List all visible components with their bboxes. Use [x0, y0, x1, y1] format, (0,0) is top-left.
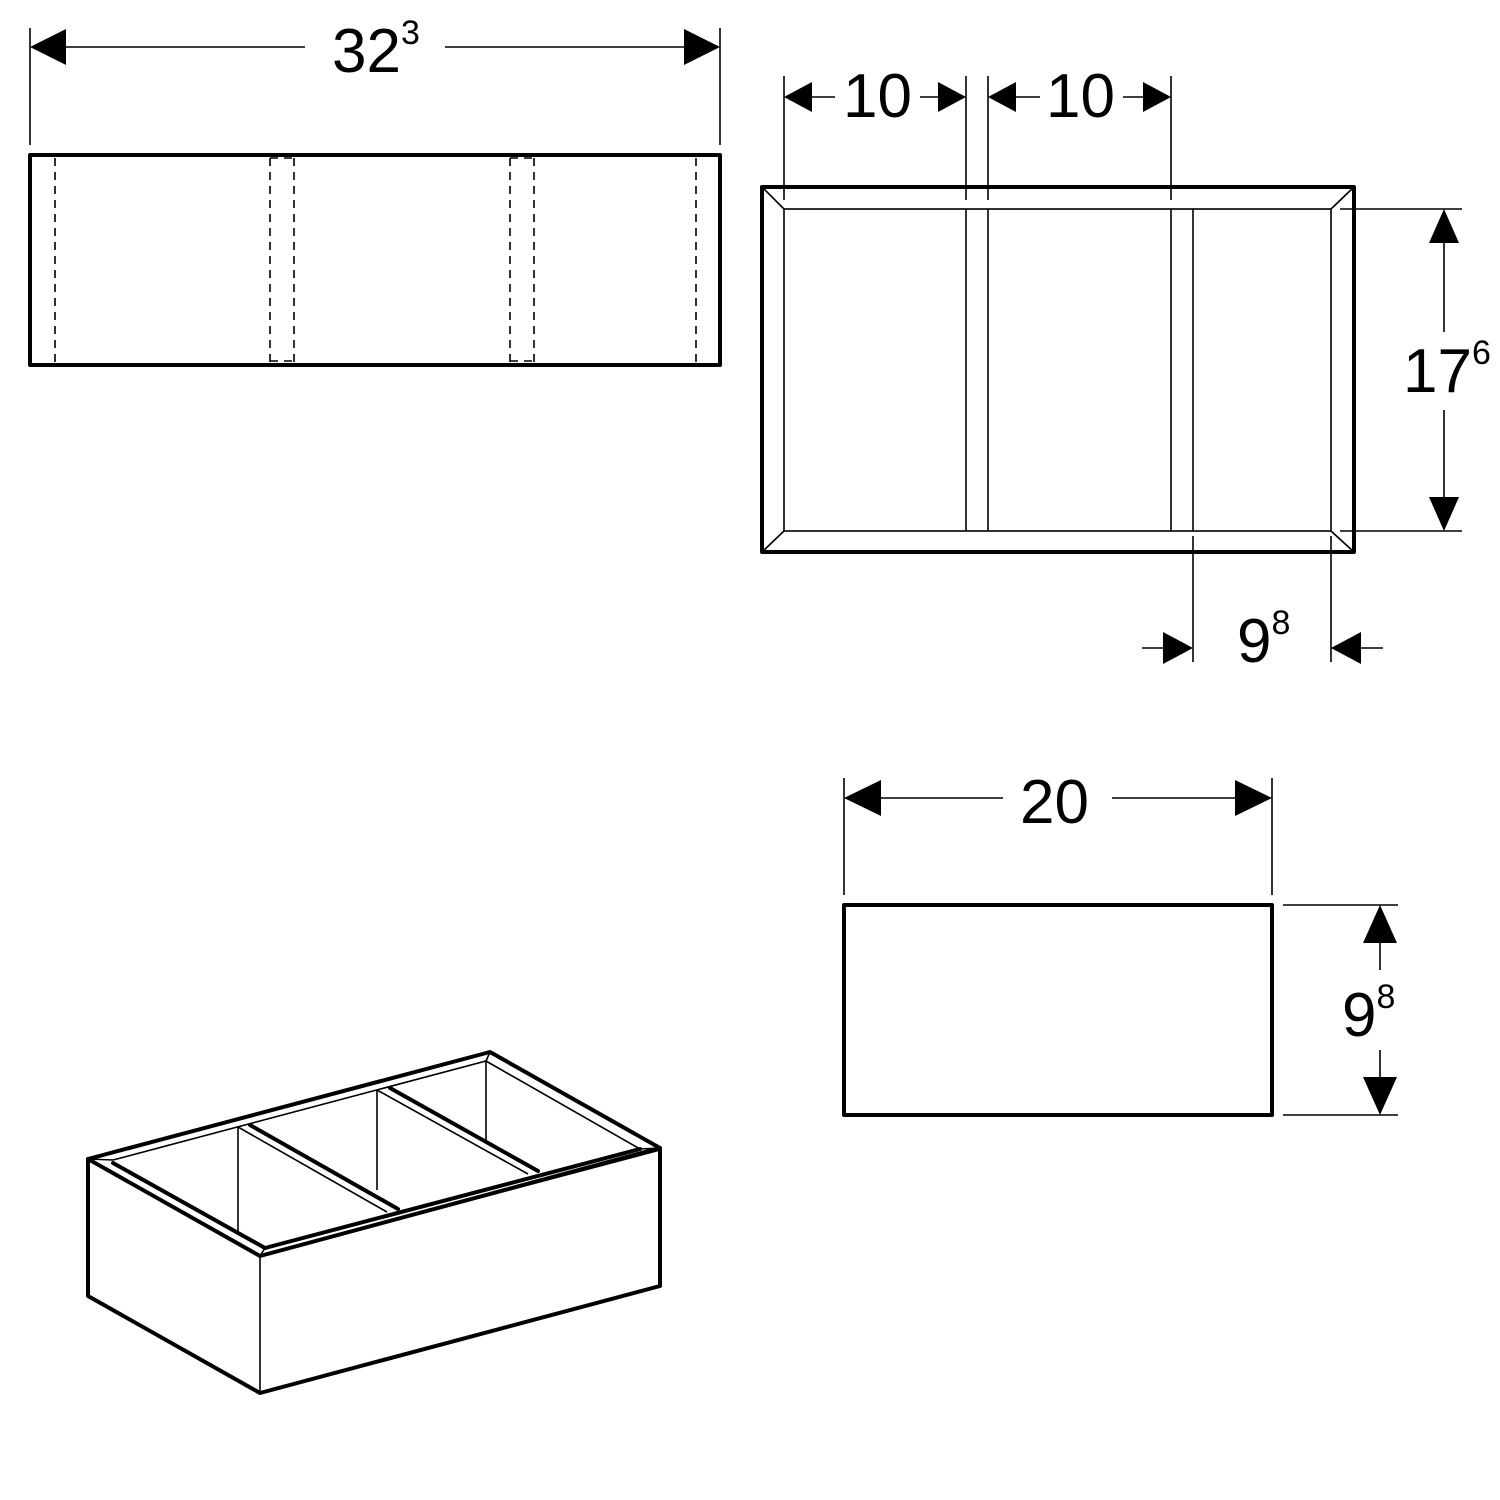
depth-dimension: 176 — [1403, 334, 1491, 406]
arrow-up-icon — [1363, 905, 1397, 943]
side-width-dimension: 20 — [1020, 768, 1089, 837]
isometric-view — [86, 1050, 662, 1395]
arrow-left-icon — [784, 82, 812, 112]
arrow-left-icon — [844, 780, 881, 816]
top-view: 10 10 176 98 — [760, 62, 1491, 676]
arrow-left-icon — [988, 82, 1016, 112]
arrow-left-icon — [30, 29, 66, 65]
arrow-right-icon — [1143, 82, 1171, 112]
arrow-up-icon — [1429, 209, 1459, 243]
compartment-3-dimension: 98 — [1237, 604, 1290, 676]
compartment-1-dimension: 10 — [843, 62, 912, 131]
side-view: 20 98 — [842, 768, 1398, 1117]
arrow-right-icon — [1163, 632, 1193, 664]
arrow-down-icon — [1363, 1077, 1397, 1115]
arrow-down-icon — [1429, 497, 1459, 531]
arrow-left-icon — [1331, 632, 1361, 664]
front-view: 323 — [28, 14, 722, 367]
compartment-2-dimension: 10 — [1046, 62, 1115, 131]
front-width-dimension: 323 — [332, 14, 420, 86]
arrow-right-icon — [684, 29, 720, 65]
side-height-dimension: 98 — [1342, 978, 1395, 1050]
arrow-right-icon — [938, 82, 966, 112]
arrow-right-icon — [1235, 780, 1272, 816]
